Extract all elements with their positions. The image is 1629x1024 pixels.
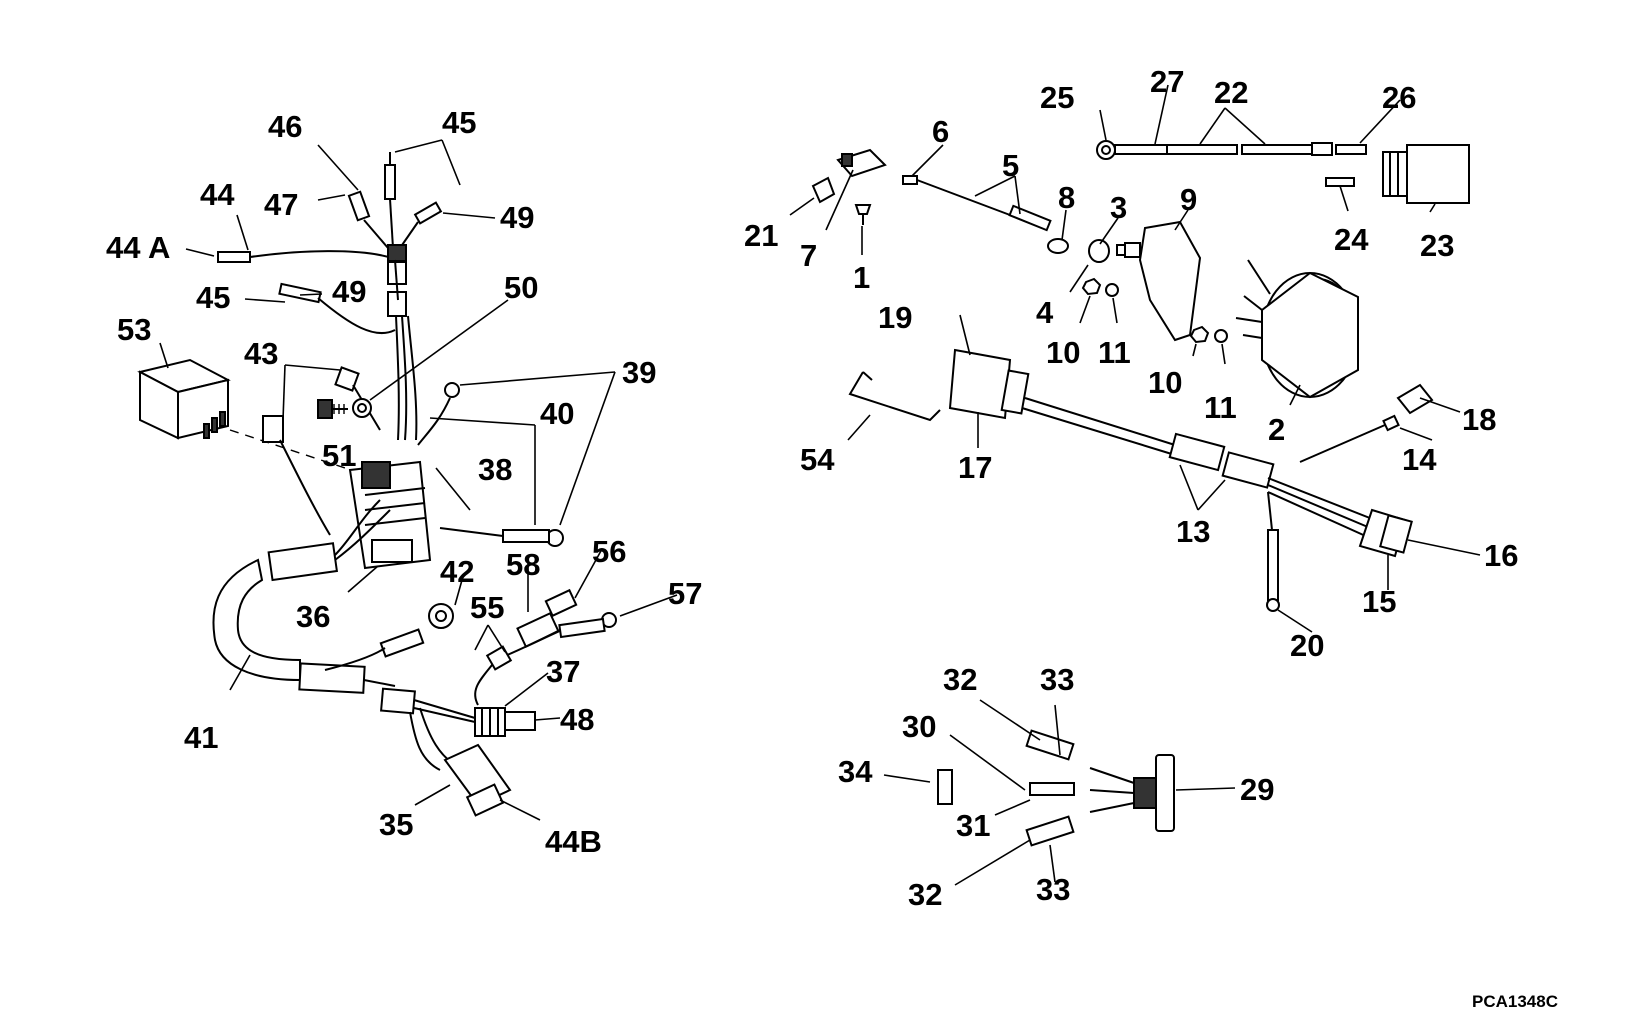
callout-55: 55 xyxy=(470,590,504,625)
callout-39: 39 xyxy=(622,355,656,390)
callout-32: 32 xyxy=(943,662,977,697)
callout-44a: 44 A xyxy=(106,230,170,265)
gauge-parts-assembly xyxy=(789,84,1481,633)
connector-56-58 xyxy=(474,588,617,706)
terminal-block xyxy=(348,460,432,570)
callout-14: 14 xyxy=(1402,442,1437,477)
callout-33: 33 xyxy=(1040,662,1074,697)
callout-40: 40 xyxy=(540,396,574,431)
lead-44 xyxy=(217,250,393,263)
callout-41: 41 xyxy=(184,720,218,755)
callout-2: 2 xyxy=(1268,412,1285,447)
callout-3: 3 xyxy=(1110,190,1127,225)
callout-16: 16 xyxy=(1484,538,1518,573)
callout-18: 18 xyxy=(1462,402,1496,437)
callout-24: 24 xyxy=(1334,222,1369,257)
callout-49: 49 xyxy=(332,274,366,309)
callout-29: 29 xyxy=(1240,772,1274,807)
callout-21: 21 xyxy=(744,218,778,253)
callout-50: 50 xyxy=(504,270,538,305)
callout-30: 30 xyxy=(902,709,936,744)
callout-36: 36 xyxy=(296,599,330,634)
callout-13: 13 xyxy=(1176,514,1210,549)
callout-6: 6 xyxy=(932,114,949,149)
connector-37-48 xyxy=(380,687,536,737)
callout-25: 25 xyxy=(1040,80,1074,115)
callout-9: 9 xyxy=(1180,182,1197,217)
callout-20: 20 xyxy=(1290,628,1324,663)
callout-10: 10 xyxy=(1046,335,1080,370)
callout-44: 44 xyxy=(200,177,235,212)
relay-mount-line xyxy=(229,429,346,469)
callout-49: 49 xyxy=(500,200,534,235)
leader-lines-left xyxy=(159,139,678,821)
top-terminals xyxy=(347,152,443,285)
callout-45: 45 xyxy=(196,280,230,315)
callout-34: 34 xyxy=(838,754,873,789)
callout-46: 46 xyxy=(268,109,302,144)
callout-23: 23 xyxy=(1420,228,1454,263)
callout-17: 17 xyxy=(958,450,992,485)
callout-4: 4 xyxy=(1036,295,1054,330)
leader-lines-right xyxy=(789,84,1481,633)
callout-19: 19 xyxy=(878,300,912,335)
main-sheath xyxy=(212,499,396,694)
callout-54: 54 xyxy=(800,442,835,477)
callout-32: 32 xyxy=(908,877,942,912)
callout-53: 53 xyxy=(117,312,151,347)
callout-10: 10 xyxy=(1148,365,1182,400)
callout-44b: 44B xyxy=(545,824,602,859)
callout-8: 8 xyxy=(1058,180,1075,215)
callout-48: 48 xyxy=(560,702,594,737)
switch-connector-assembly xyxy=(883,699,1236,886)
callout-15: 15 xyxy=(1362,584,1396,619)
callout-labels: 46 45 44 47 49 44 A 45 49 50 53 43 39 40… xyxy=(106,64,1518,912)
callout-11: 11 xyxy=(1098,335,1131,370)
connector-35-44b xyxy=(409,707,512,817)
callout-51: 51 xyxy=(322,438,356,473)
callout-22: 22 xyxy=(1214,75,1248,110)
callout-58: 58 xyxy=(506,547,540,582)
callout-26: 26 xyxy=(1382,80,1416,115)
relay-block xyxy=(137,358,231,440)
engine-harness-assembly xyxy=(137,139,678,821)
leader-lines-bottom xyxy=(883,699,1236,886)
callout-38: 38 xyxy=(478,452,512,487)
callout-57: 57 xyxy=(668,576,702,611)
callout-45: 45 xyxy=(442,105,476,140)
callout-5: 5 xyxy=(1002,148,1019,183)
callout-43: 43 xyxy=(244,336,278,371)
gauge xyxy=(1235,259,1359,399)
callout-42: 42 xyxy=(440,554,474,589)
callout-1: 1 xyxy=(853,260,870,295)
callout-7: 7 xyxy=(800,238,817,273)
callout-27: 27 xyxy=(1150,64,1184,99)
callout-47: 47 xyxy=(264,187,298,222)
drawing-code: PCA1348C xyxy=(1472,992,1558,1011)
callout-35: 35 xyxy=(379,807,413,842)
callout-11: 11 xyxy=(1204,390,1237,425)
callout-56: 56 xyxy=(592,534,626,569)
callout-37: 37 xyxy=(546,654,580,689)
callout-31: 31 xyxy=(956,808,990,843)
callout-33: 33 xyxy=(1036,872,1070,907)
